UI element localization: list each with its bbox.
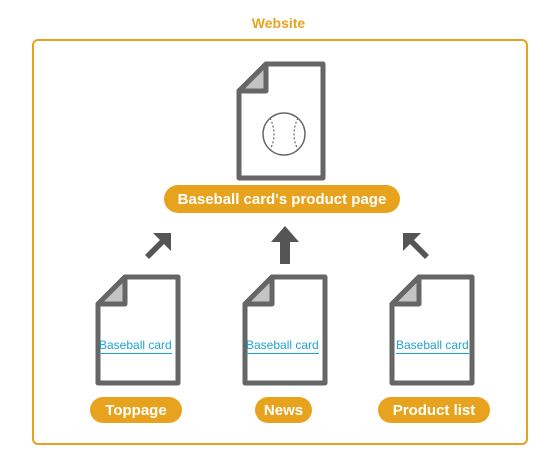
baseball-icon [262, 112, 306, 156]
arrow-icon-news [271, 226, 299, 264]
arrow-icon-toppage [145, 233, 171, 259]
product-list-card-link[interactable]: Baseball card [396, 338, 469, 354]
website-frame [32, 39, 528, 445]
frame-title: Website [251, 15, 306, 31]
product-page-label: Baseball card's product page [164, 185, 400, 213]
news-card-link[interactable]: Baseball card [246, 338, 319, 354]
toppage-document-icon [95, 274, 181, 386]
main-document-icon [236, 61, 326, 181]
product-list-document-icon [389, 274, 475, 386]
product-list-label: Product list [378, 397, 490, 423]
toppage-card-link[interactable]: Baseball card [99, 338, 172, 354]
arrow-icon-product-list [403, 233, 429, 259]
toppage-label: Toppage [90, 397, 182, 423]
news-document-icon [242, 274, 328, 386]
news-label: News [255, 397, 312, 423]
